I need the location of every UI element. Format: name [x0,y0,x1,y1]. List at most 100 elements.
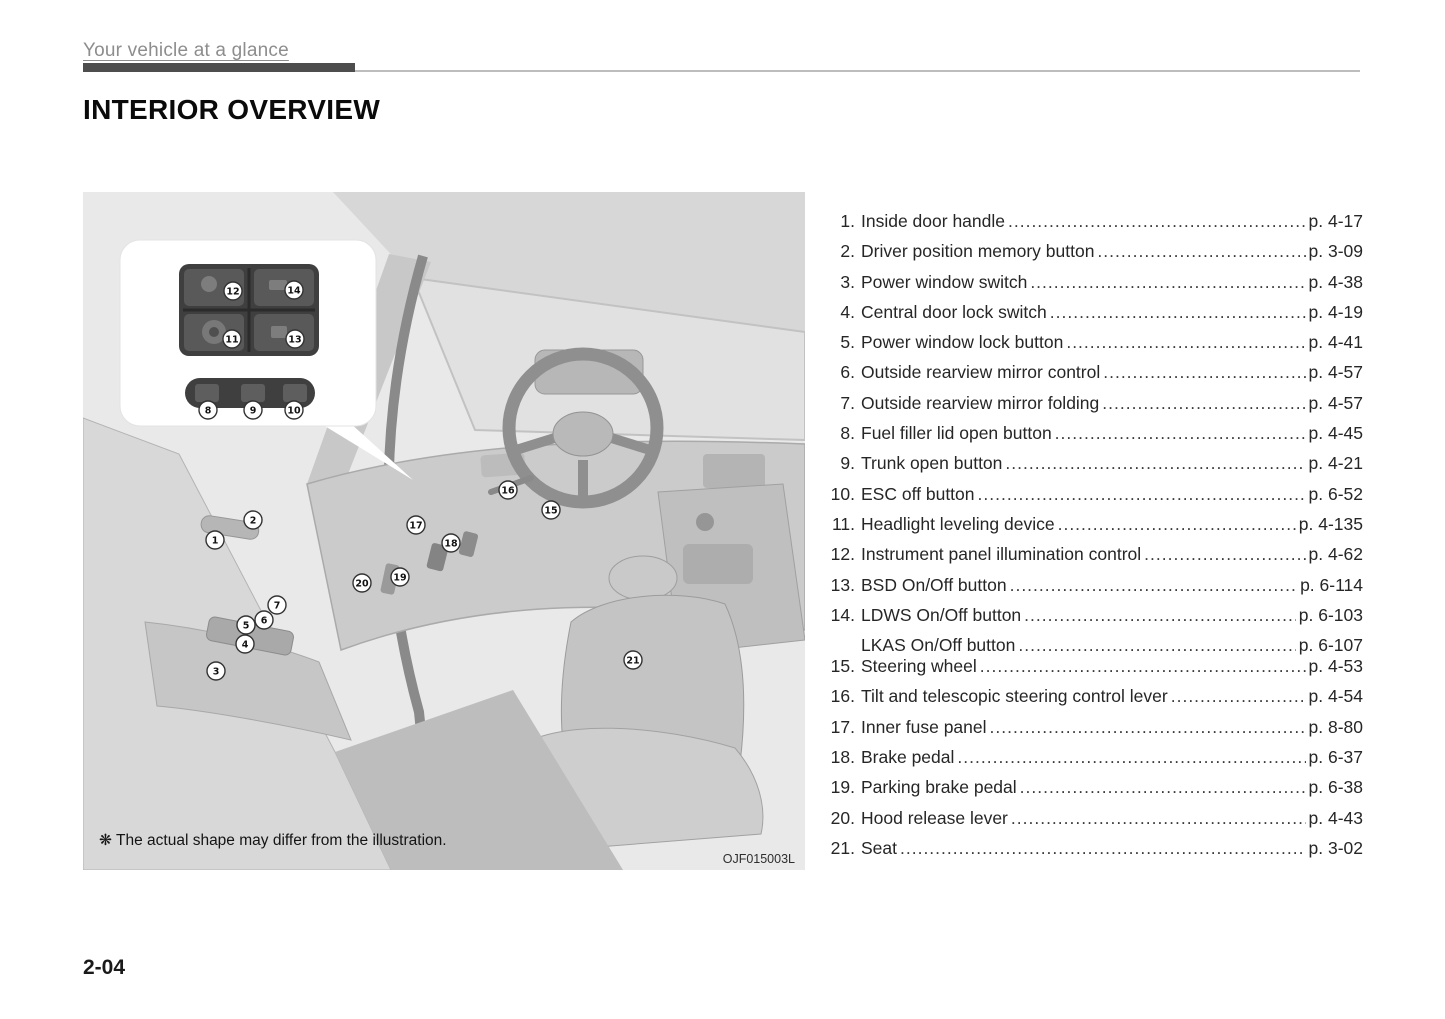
figure-marker-9: 9 [243,400,263,420]
steering-wheel [488,347,664,509]
svg-text:7: 7 [274,601,281,612]
toc-item-page: p. 6-38 [1308,777,1363,798]
toc-row: 12. Instrument panel illumination control… [818,544,1363,574]
svg-text:14: 14 [287,286,301,297]
toc-item-number: 15. [830,656,855,677]
toc-item-page: p. 4-21 [1308,453,1363,474]
toc-item-number: 2. [840,241,855,262]
toc-item-page: p. 3-02 [1308,837,1363,858]
toc-item-label: LKAS On/Off button [861,635,1016,656]
svg-text:12: 12 [226,287,239,298]
figure-marker-20: 20 [352,573,372,593]
toc-item-number: 14. [830,604,855,625]
svg-text:3: 3 [213,667,220,678]
toc-item-number: 8. [840,423,855,444]
toc-item-label: Brake pedal [861,747,955,768]
toc-leader-dots: ........................................… [1049,301,1306,322]
figure-marker-13: 13 [285,329,305,349]
toc-leader-dots: ........................................… [1018,635,1295,656]
toc-row: 15. Steering wheel.......................… [818,656,1363,686]
figure-marker-3: 3 [206,661,226,681]
toc-item-label: Outside rearview mirror folding [861,392,1100,413]
toc-item-label: Steering wheel [861,656,977,677]
header-rule [83,62,1360,72]
floor-and-pedals [335,531,623,870]
toc-item-number: 18. [830,747,855,768]
callout-bubble [119,239,413,480]
toc-row: 13.BSD On/Off button....................… [818,575,1363,605]
toc-item-number: 9. [840,453,855,474]
toc-row: 2.Driver position memory button.........… [818,241,1363,271]
toc-leader-dots: ........................................… [1030,271,1306,292]
toc-row: 18. Brake pedal..........................… [818,747,1363,777]
toc-item-label: Instrument panel illumination control [861,544,1142,565]
toc-item-page: p. 4-45 [1308,423,1363,444]
svg-text:18: 18 [444,539,458,550]
toc-item-number: 16. [830,686,855,707]
toc-item-label: Power window lock button [861,332,1064,353]
figure-marker-7: 7 [267,595,287,615]
toc-row: 7. Outside rearview mirror folding.......… [818,393,1363,423]
figure-marker-18: 18 [441,533,461,553]
toc-item-label: Seat [861,837,897,858]
toc-leader-dots: ........................................… [1103,362,1306,383]
toc-leader-dots: ........................................… [1005,453,1305,474]
parts-index-list: 1.Inside door handle....................… [818,211,1363,868]
fuel-lid-button-icon [195,384,219,402]
figure-marker-15: 15 [541,500,561,520]
toc-item-page: p. 6-107 [1298,635,1363,656]
toc-item-number: 13. [830,574,855,595]
toc-item-page: p. 6-114 [1300,574,1363,595]
svg-text:17: 17 [409,521,422,532]
toc-item-page: p. 4-19 [1308,301,1363,322]
figure-marker-2: 2 [243,510,263,530]
toc-item-page: p. 4-41 [1308,332,1363,353]
svg-text:11: 11 [225,335,238,346]
figure-marker-17: 17 [406,515,426,535]
toc-row: 9.Trunk open button.....................… [818,453,1363,483]
toc-item-page: p. 6-103 [1298,604,1363,625]
figure-note: ❋ The actual shape may differ from the i… [99,832,447,849]
figure-marker-5: 5 [236,615,256,635]
figure-marker-19: 19 [390,567,410,587]
toc-row: 19.Parking brake pedal..................… [818,777,1363,807]
svg-text:8: 8 [205,406,212,417]
figure-marker-21: 21 [623,650,643,670]
toc-leader-dots: ........................................… [1144,544,1305,565]
toc-item-page: p. 4-53 [1308,656,1363,677]
toc-row: 5.Power window lock button..............… [818,332,1363,362]
toc-leader-dots: ........................................… [1009,574,1298,595]
toc-item-number: 12. [830,544,855,565]
gear-shifter [696,513,714,531]
toc-leader-dots: ........................................… [1019,777,1306,798]
toc-item-number: 5. [840,332,855,353]
toc-row: 3.Power window switch...................… [818,272,1363,302]
header-thick-bar [83,63,355,72]
toc-item-page: p. 4-54 [1308,686,1363,707]
toc-item-page: p. 4-57 [1308,362,1363,383]
toc-row: 6.Outside rearview mirror control.......… [818,362,1363,392]
illumination-control-icon [201,276,217,292]
trunk-open-button-icon [241,384,265,402]
toc-leader-dots: ........................................… [1054,423,1306,444]
svg-text:4: 4 [242,640,249,651]
toc-leader-dots: ........................................… [957,747,1306,768]
toc-row: 16.Tilt and telescopic steering control … [818,686,1363,716]
toc-row: 17.Inner fuse panel.....................… [818,717,1363,747]
svg-text:6: 6 [261,616,268,627]
toc-leader-dots: ........................................… [1170,686,1306,707]
toc-leader-dots: ........................................… [1102,392,1306,413]
toc-leader-dots: ........................................… [900,837,1306,858]
svg-text:5: 5 [243,621,250,632]
toc-item-number: 7. [840,392,855,413]
toc-item-page: p. 6-52 [1308,483,1363,504]
ldws-button-icon [269,280,287,290]
esc-off-button-icon [283,384,307,402]
toc-row: 20.Hood release lever...................… [818,808,1363,838]
page-number: 2-04 [83,956,126,979]
svg-text:9: 9 [250,406,257,417]
svg-text:16: 16 [501,486,515,497]
toc-leader-dots: ........................................… [979,656,1306,677]
